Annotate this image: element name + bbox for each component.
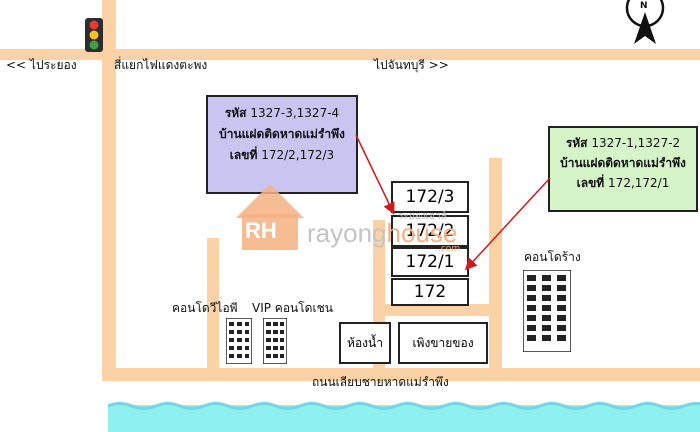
main-highway [0,49,700,60]
label-beach-road: ถนนเลียบชายหาดแม่รำพึง [312,375,449,389]
unit-172: 172 [391,278,469,306]
watermark-thai: ระยองเฮาส์ [398,211,447,222]
label-condo-abandoned: คอนโดร้าง [524,250,581,264]
callout-right-title: บ้านแฝดติดหาดแม่รำพึง [560,156,686,170]
unit-172-2: 172/2 [391,215,469,247]
callout-right-code: รหัส 1327-1,1327-2 [565,136,681,150]
unit-172-1: 172/1 [391,247,469,277]
watermark-suffix: .com [438,244,461,254]
callout-right: รหัส 1327-1,1327-2 บ้านแฝดติดหาดแม่รำพึง… [548,126,698,212]
callout-left-title: บ้านแฝดติดหาดแม่รำพึง [219,127,345,141]
soi-left [207,238,219,374]
beach-road [102,368,700,381]
abandoned-condo-building-icon [523,270,571,352]
shop-stall: เพิงขายของ [398,322,488,364]
soi-connector [373,304,501,316]
callout-right-number: เลขที่ 172,172/1 [576,176,670,190]
label-to-chanthaburi: ไปจันทบุรี >> [374,58,449,72]
watermark-brand: rayonghouse [307,218,458,248]
condo-vi-building-icon [226,318,252,364]
watermark-logo-text: RH [245,218,277,243]
soi-right [489,158,502,372]
label-to-rayong: << ไประยอง [6,58,77,72]
sea-wave [107,402,700,410]
label-tapong-junction: สี่แยกไฟแดงตะพง [114,58,208,72]
callout-left-number: เลขที่ 172/2,172/3 [229,148,335,162]
condo-vip-chain-building-icon [263,318,287,364]
callout-left-code: รหัส 1327-3,1327-4 [224,106,340,120]
unit-172-3: 172/3 [391,181,469,213]
label-condo-vi: คอนโดวีไอพี [172,301,238,315]
compass-label: N [640,1,648,11]
callout-left: รหัส 1327-3,1327-4 บ้านแฝดติดหาดแม่รำพึง… [206,95,358,194]
restroom-building: ห้องน้ำ [339,322,391,364]
sea-body [108,405,700,432]
junction-road [102,0,116,380]
label-condo-vip-chain: VIP คอนโดเชน [252,301,333,315]
